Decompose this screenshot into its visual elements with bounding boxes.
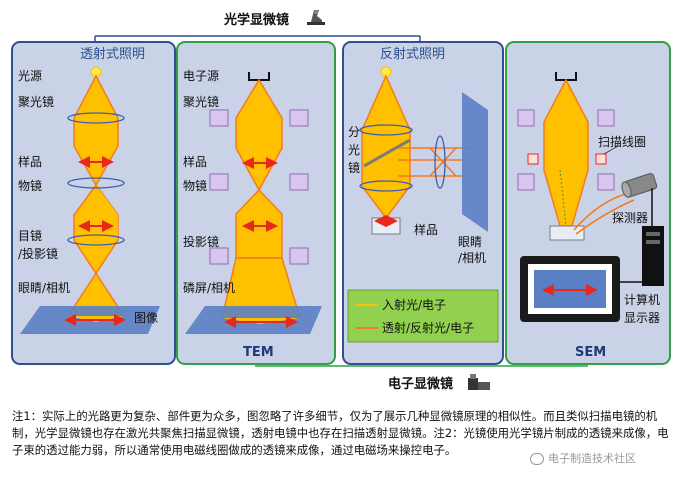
reflection-lens-lower (359, 180, 413, 192)
monitor-icon (520, 256, 620, 322)
legend-box (347, 289, 499, 343)
p4-monitor-label: 显示器 (624, 311, 660, 325)
p2-objective-label: 物镜 (183, 178, 207, 193)
watermark-text: 电子制造技术社区 (548, 452, 636, 465)
optical-microscope-label: 光学显微镜 (223, 12, 289, 28)
p1-source-label: 光源 (18, 69, 42, 83)
scan-coil-leader (603, 145, 619, 155)
reflection-title: 反射式照明 (380, 46, 445, 62)
computer-tower-icon (642, 226, 664, 286)
p4-scan-coil-label: 扫描线圈 (598, 135, 646, 149)
reflected-rays (398, 147, 470, 177)
p1-image-label: 图像 (134, 311, 158, 325)
microscope-icon (307, 10, 325, 25)
wechat-icon (530, 453, 544, 465)
p3-eye-label-1: 眼睛 (458, 235, 482, 249)
p3-splitter-label-3: 镜 (348, 160, 360, 175)
p1-eye-label: 眼睛/相机 (18, 281, 70, 295)
scan-coils (527, 153, 607, 165)
sem-title: SEM (575, 345, 606, 360)
footnote: 注1：实际上的光路更为复杂、部件更为众多，图忽略了许多细节，仅为了展示几种显微镜… (12, 408, 672, 459)
reflection-lens-upper (359, 124, 413, 136)
p3-splitter-label-2: 光 (348, 143, 360, 157)
p1-sample-label: 样品 (18, 154, 42, 169)
detector-icon (621, 173, 658, 198)
tem-coils (209, 109, 309, 265)
p1-condenser-label: 聚光镜 (18, 94, 54, 109)
legend-incident-label: 入射光/电子 (382, 297, 446, 312)
beam-splitter (363, 138, 411, 168)
objective-lens (67, 177, 125, 189)
p1-objective-label: 物镜 (18, 178, 42, 193)
watermark: 电子制造技术社区 (530, 450, 636, 466)
microscope-comparison-diagram: 光学显微镜 电子显微镜 透射式照明 TEM 反射式照明 SEM 光源 聚光镜 样… (11, 10, 671, 392)
tem-title: TEM (243, 345, 274, 360)
p3-eye-label-2: /相机 (458, 251, 486, 265)
p4-computer-label: 计算机 (624, 292, 660, 307)
electron-microscope-label: 电子显微镜 (388, 376, 453, 392)
sem-sample (549, 225, 585, 241)
footnote-text: 注1：实际上的光路更为复杂、部件更为众多，图忽略了许多细节，仅为了展示几种显微镜… (12, 409, 669, 457)
p4-detector-label: 探测器 (612, 211, 648, 225)
p3-splitter-label-1: 分 (348, 125, 360, 139)
electron-microscope-icon (468, 374, 490, 390)
reflection-eye-plane (462, 92, 488, 232)
reflection-side-lens (434, 135, 446, 189)
transmission-title: 透射式照明 (80, 46, 145, 62)
p2-source-label: 电子源 (183, 69, 219, 83)
p3-sample-label: 样品 (414, 222, 438, 237)
sem-coils (517, 109, 615, 191)
p2-sample-label: 样品 (183, 154, 207, 169)
p2-screen-label: 磷屏/相机 (183, 280, 235, 295)
p2-projector-label: 投影镜 (183, 234, 219, 249)
condenser-lens (67, 112, 125, 124)
p1-projector-label: /投影镜 (18, 246, 58, 261)
p2-condenser-label: 聚光镜 (183, 94, 219, 109)
p1-eyepiece-label: 目镜 (18, 228, 42, 243)
eyepiece-lens (67, 234, 125, 246)
legend-transmitted-label: 透射/反射光/电子 (382, 320, 474, 335)
